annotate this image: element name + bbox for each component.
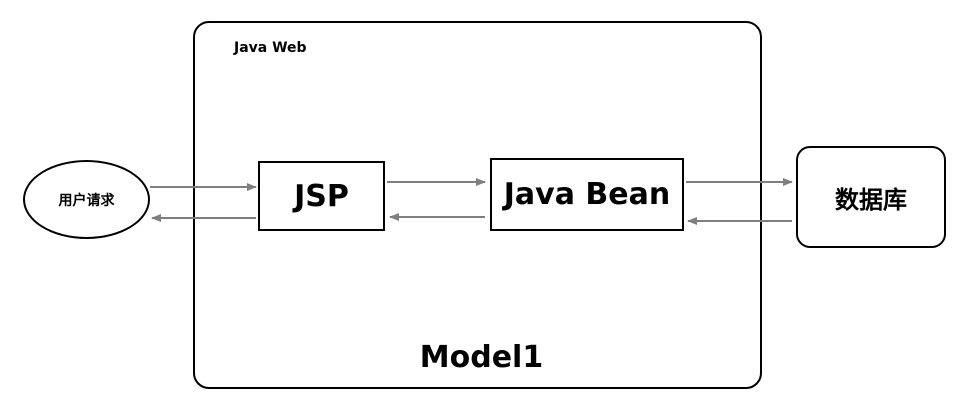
model-title: Model1 — [419, 340, 544, 375]
database-node: 数据库 — [796, 146, 946, 248]
container-label: Java Web — [234, 40, 307, 56]
java-bean-node: Java Bean — [490, 158, 684, 231]
user-request-node: 用户请求 — [23, 160, 150, 239]
jsp-node: JSP — [258, 161, 385, 231]
